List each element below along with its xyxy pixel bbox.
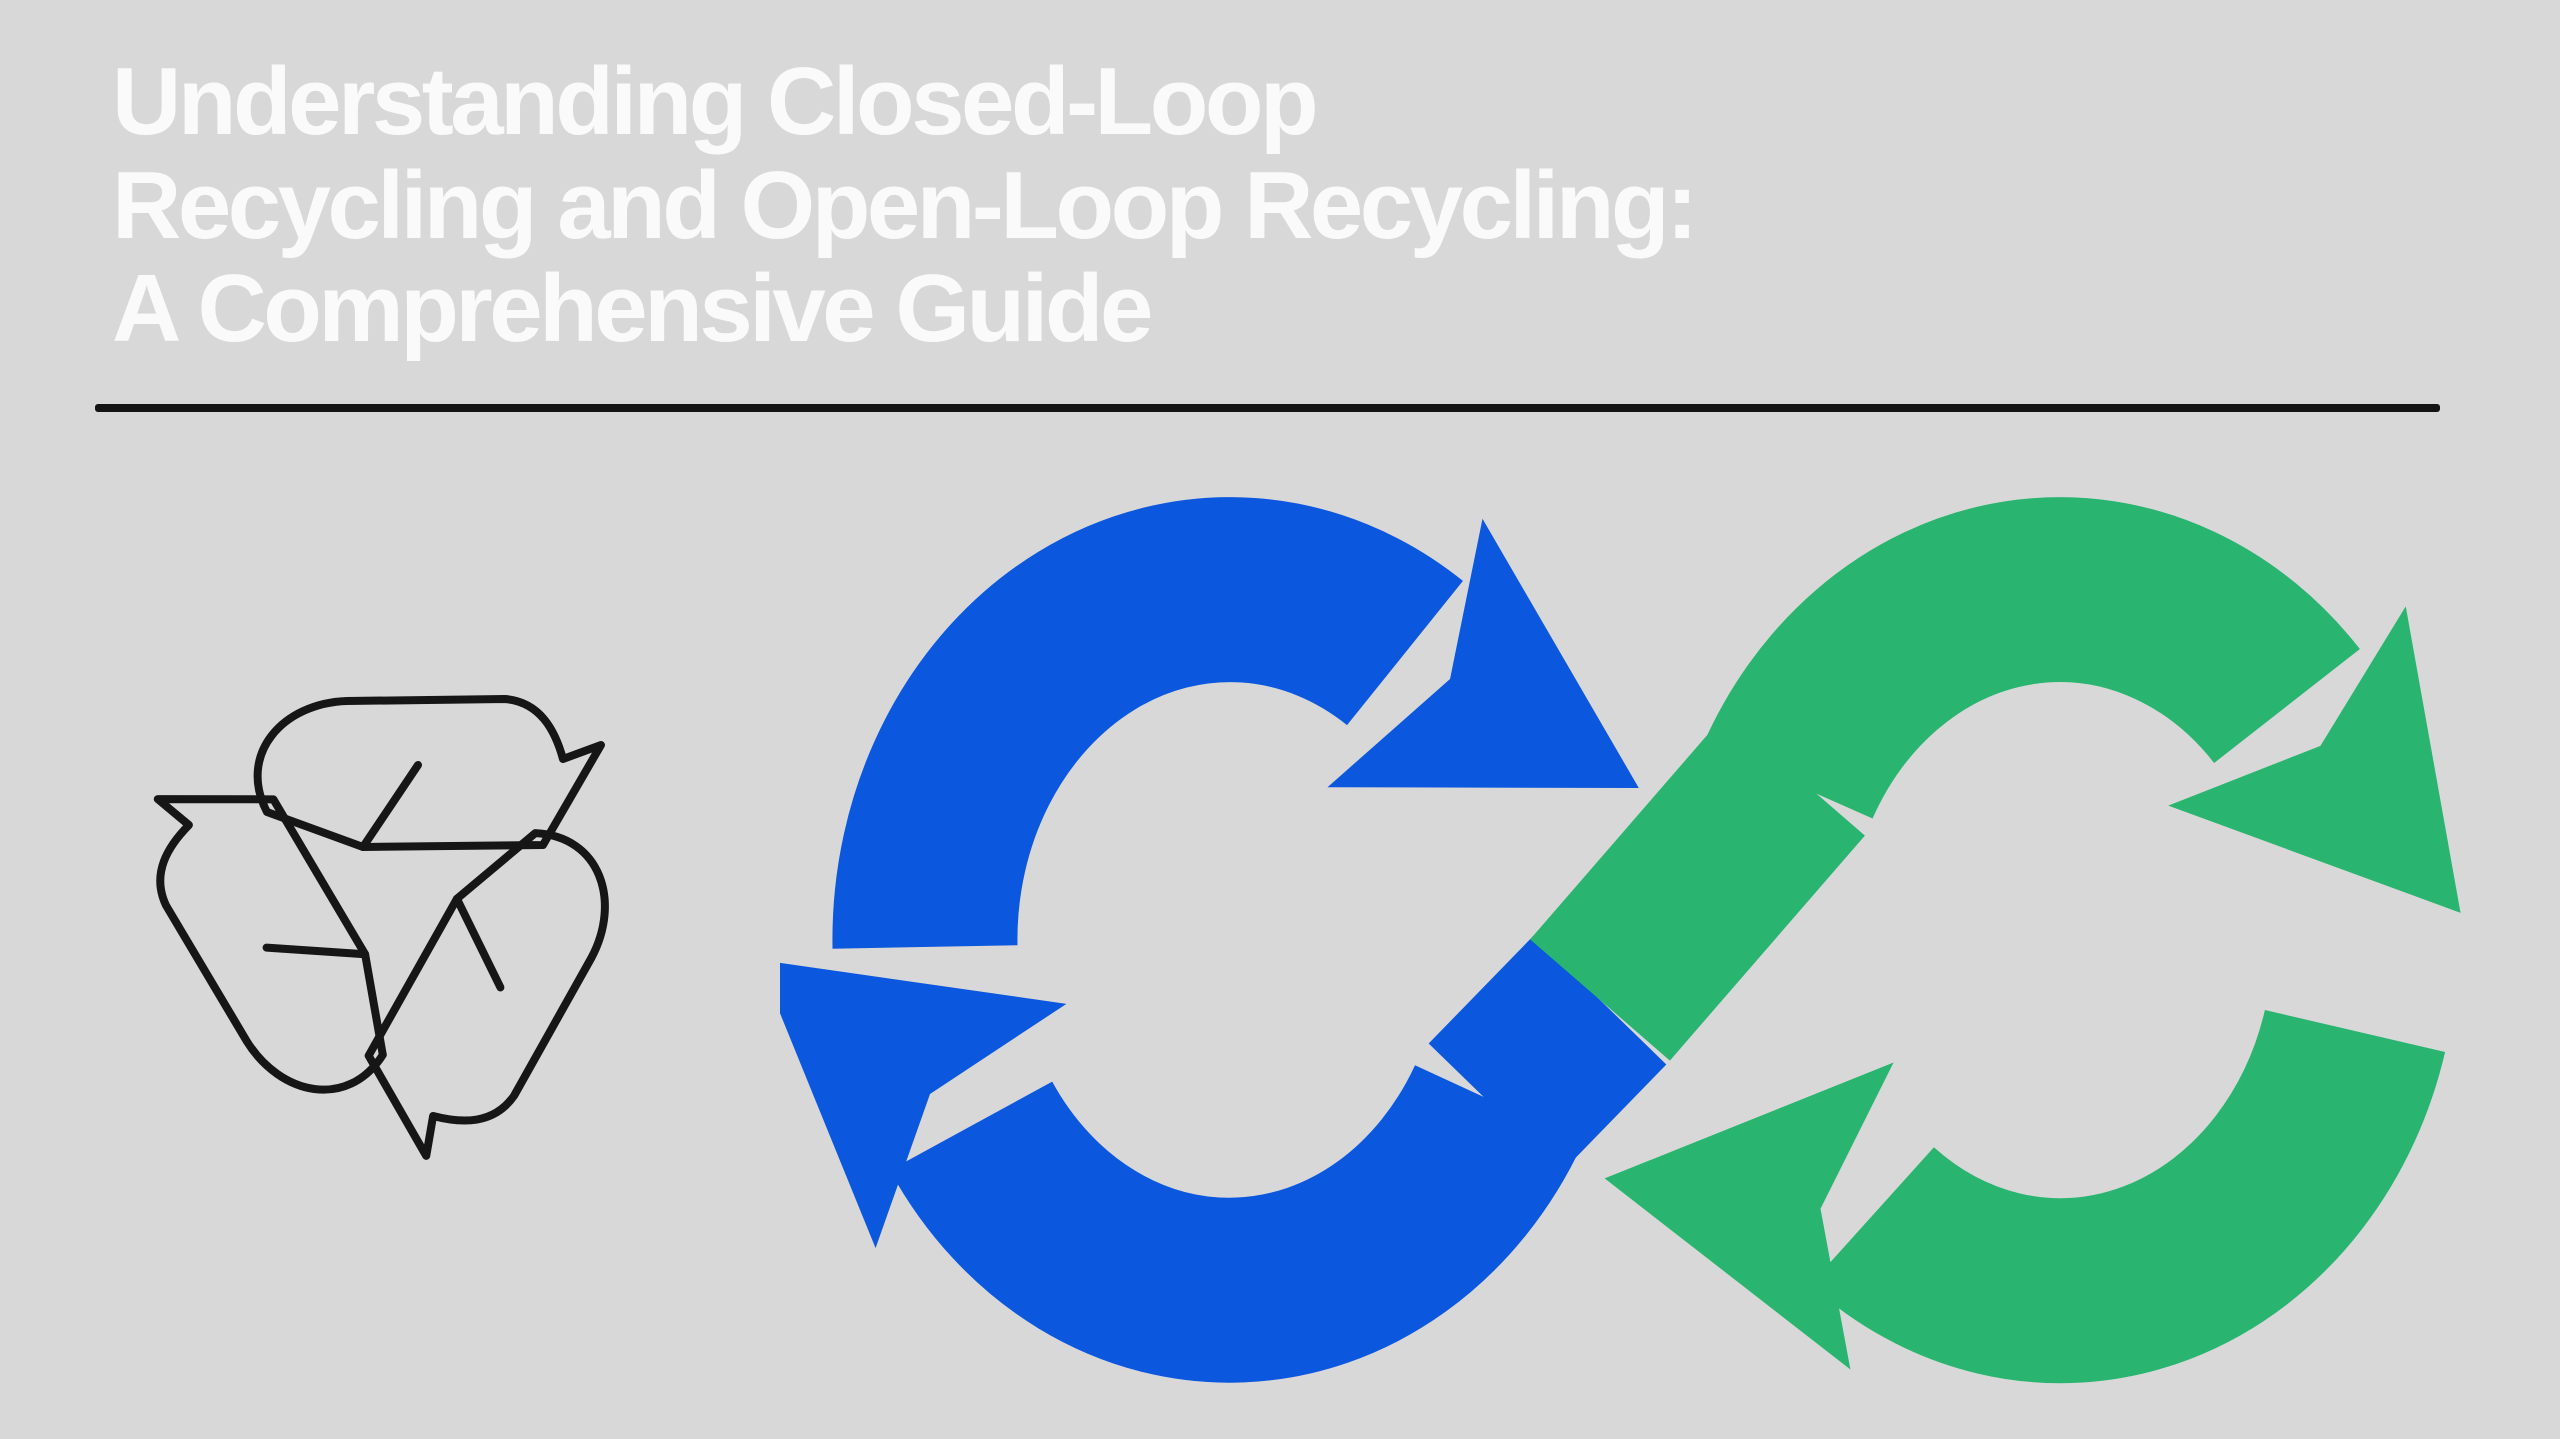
crossover-band-green — [1530, 714, 1865, 1061]
recycling-triangle-outline-icon — [153, 695, 609, 1160]
green-top-arc — [1703, 497, 2360, 820]
green-bottom-arc — [1810, 1008, 2446, 1384]
blue-top-arc — [832, 497, 1463, 949]
green-arrowhead-left — [1604, 1062, 1894, 1370]
crossover-band-blue — [1428, 935, 1667, 1173]
recycle-arrow-left — [153, 795, 387, 1094]
title-divider-rule — [95, 404, 2440, 412]
green-arrowhead-right — [2168, 606, 2461, 913]
blue-arrowhead-right — [1327, 518, 1639, 788]
title-line-3: A Comprehensive Guide — [112, 255, 1153, 363]
recycle-arrow-top — [253, 695, 605, 851]
blue-bottom-arc — [889, 1064, 1583, 1383]
title-line-1: Understanding Closed-Loop — [112, 48, 1319, 155]
closed-loop-circular-arrows-icon — [780, 497, 1667, 1383]
interlocking-infinity-loops-illustration — [780, 497, 2461, 1384]
open-loop-circular-arrows-icon — [1530, 497, 2461, 1384]
blue-arrowhead-left — [780, 959, 1067, 1249]
title-line-2: Recycling and Open-Loop Recycling: — [112, 151, 1698, 259]
page-title: Understanding Closed-Loop Recycling and … — [112, 48, 1698, 363]
recycle-arrow-right — [364, 829, 609, 1160]
